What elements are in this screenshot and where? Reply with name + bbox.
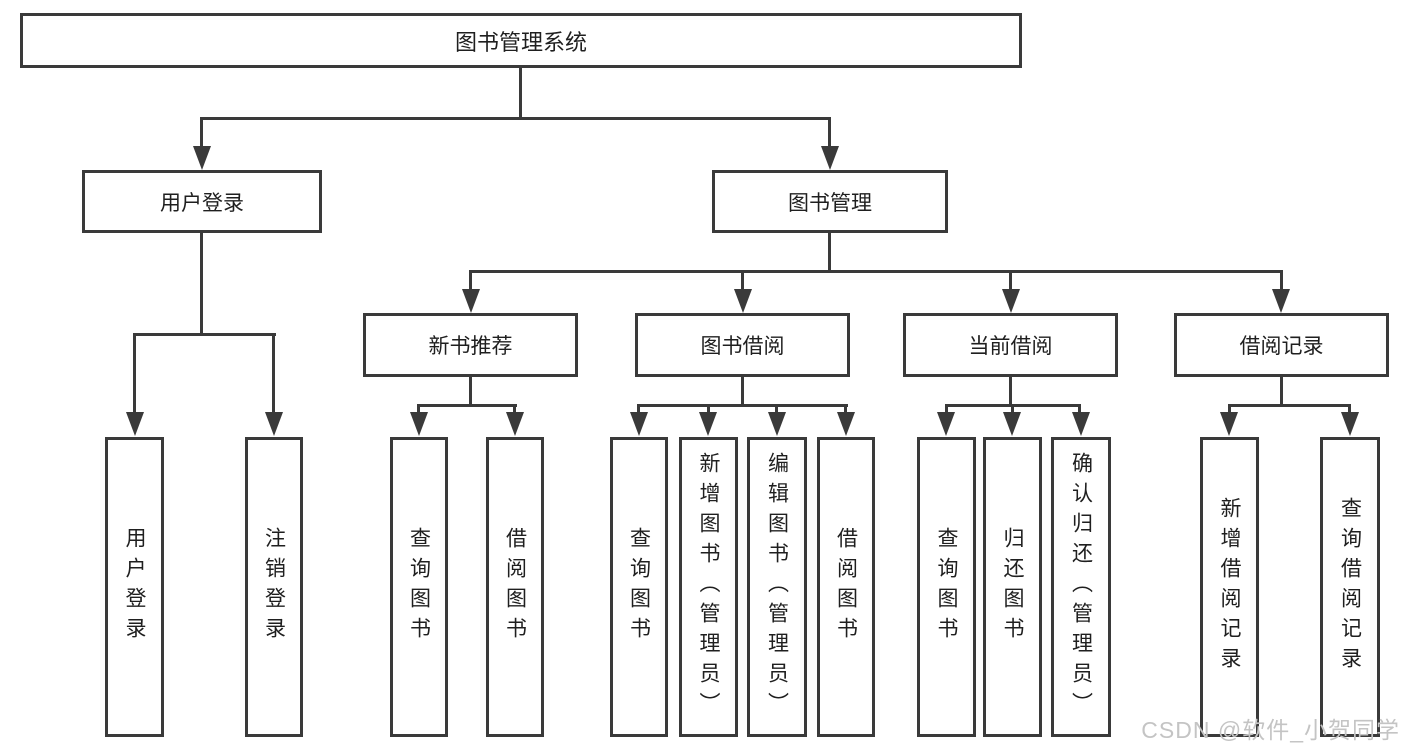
- leaf-logout: 注销登录: [245, 437, 303, 737]
- node-label: 用户登录: [160, 191, 244, 215]
- arrow-down-icon: [462, 289, 480, 313]
- arrow-down-icon: [265, 412, 283, 436]
- leaf-edit-book-admin: 编辑图书（管理员）: [747, 437, 807, 737]
- node-label: 借阅记录: [1239, 335, 1324, 358]
- node-label: 查询借阅记录: [1338, 497, 1362, 677]
- connector-line: [417, 404, 420, 418]
- arrow-down-icon: [837, 412, 855, 436]
- connector-line: [133, 333, 136, 413]
- node-label: 新书推荐: [428, 335, 513, 358]
- node-label: 新增借阅记录: [1218, 497, 1241, 677]
- arrow-down-icon: [937, 412, 955, 436]
- node-label: 注销登录: [262, 527, 286, 647]
- connector-line: [844, 404, 847, 418]
- node-label: 确认归还（管理员）: [1069, 452, 1093, 722]
- node-label: 新增图书（管理员）: [697, 452, 720, 722]
- arrow-down-icon: [1003, 412, 1021, 436]
- leaf-query-books-recommend: 查询图书: [390, 437, 448, 737]
- node-borrowing-records: 借阅记录: [1174, 313, 1389, 377]
- connector-line: [1280, 270, 1283, 296]
- leaf-add-borrow-record: 新增借阅记录: [1200, 437, 1259, 737]
- arrow-down-icon: [1072, 412, 1090, 436]
- node-label: 借阅图书: [834, 527, 858, 647]
- arrow-down-icon: [821, 146, 839, 170]
- connector-line: [1280, 377, 1283, 407]
- leaf-borrow-books-recommend: 借阅图书: [486, 437, 544, 737]
- connector-line: [200, 117, 203, 150]
- connector-line: [1348, 404, 1351, 418]
- connector-line: [637, 404, 848, 407]
- connector-line: [1078, 404, 1081, 418]
- leaf-query-books-borrowing: 查询图书: [610, 437, 668, 737]
- node-label: 用户登录: [123, 527, 146, 647]
- connector-line: [828, 117, 831, 150]
- node-label: 当前借阅: [968, 335, 1053, 358]
- node-book-management: 图书管理: [712, 170, 948, 233]
- arrow-down-icon: [1220, 412, 1238, 436]
- arrow-down-icon: [734, 289, 752, 313]
- node-label: 查询图书: [935, 527, 958, 647]
- connector-line: [200, 117, 831, 120]
- connector-line: [1011, 404, 1014, 418]
- arrow-down-icon: [768, 412, 786, 436]
- connector-line: [775, 404, 778, 418]
- leaf-query-books-current: 查询图书: [917, 437, 976, 737]
- node-user-login: 用户登录: [82, 170, 322, 233]
- arrow-down-icon: [193, 146, 211, 170]
- connector-line: [469, 377, 472, 407]
- node-label: 查询图书: [627, 527, 651, 647]
- node-book-borrowing: 图书借阅: [635, 313, 850, 377]
- leaf-return-book: 归还图书: [983, 437, 1042, 737]
- connector-line: [1228, 404, 1231, 418]
- arrow-down-icon: [410, 412, 428, 436]
- node-label: 图书管理系统: [454, 29, 587, 55]
- arrow-down-icon: [126, 412, 144, 436]
- connector-line: [513, 404, 516, 418]
- arrow-down-icon: [630, 412, 648, 436]
- node-label: 归还图书: [1001, 527, 1024, 647]
- connector-line: [519, 68, 522, 120]
- node-label: 借阅图书: [503, 527, 527, 647]
- connector-line: [272, 333, 275, 413]
- connector-line: [469, 270, 1283, 273]
- arrow-down-icon: [1002, 289, 1020, 313]
- node-library-management-system: 图书管理系统: [20, 13, 1022, 68]
- connector-line: [1009, 377, 1012, 407]
- arrow-down-icon: [699, 412, 717, 436]
- leaf-confirm-return-admin: 确认归还（管理员）: [1051, 437, 1111, 737]
- leaf-query-borrow-record: 查询借阅记录: [1320, 437, 1380, 737]
- arrow-down-icon: [506, 412, 524, 436]
- node-label: 图书借阅: [700, 335, 785, 358]
- connector-line: [945, 404, 948, 418]
- leaf-borrow-books: 借阅图书: [817, 437, 875, 737]
- connector-line: [469, 270, 472, 296]
- connector-line: [1009, 270, 1012, 296]
- leaf-add-book-admin: 新增图书（管理员）: [679, 437, 738, 737]
- node-current-borrowing: 当前借阅: [903, 313, 1118, 377]
- connector-line: [637, 404, 640, 418]
- leaf-user-login: 用户登录: [105, 437, 164, 737]
- connector-line: [200, 233, 203, 336]
- watermark: CSDN @软件_小贺同学: [1141, 717, 1400, 743]
- connector-line: [741, 270, 744, 296]
- connector-line: [741, 377, 744, 407]
- connector-line: [828, 233, 831, 273]
- connector-line: [1228, 404, 1350, 407]
- connector-line: [133, 333, 276, 336]
- node-label: 查询图书: [407, 527, 431, 647]
- node-label: 图书管理: [788, 191, 872, 215]
- arrow-down-icon: [1272, 289, 1290, 313]
- node-new-book-recommendation: 新书推荐: [363, 313, 578, 377]
- connector-line: [707, 404, 710, 418]
- arrow-down-icon: [1341, 412, 1359, 436]
- connector-line: [417, 404, 517, 407]
- node-label: 编辑图书（管理员）: [765, 452, 789, 722]
